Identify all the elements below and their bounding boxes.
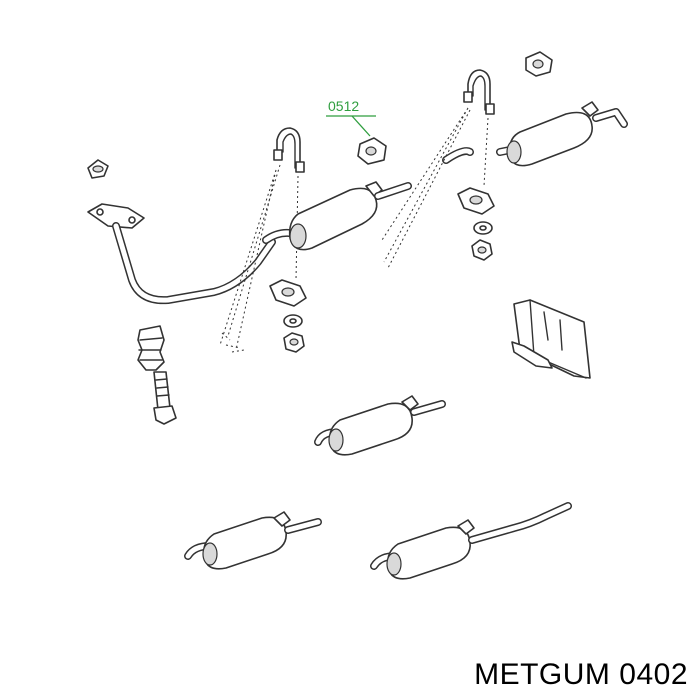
washer-left	[283, 314, 303, 328]
rear-muffler-top	[496, 101, 628, 167]
u-bolt-right-guides	[381, 107, 489, 269]
center-muffler	[262, 181, 412, 251]
rubber-mount-top	[525, 51, 553, 77]
callout-leader	[351, 115, 371, 137]
front-gasket	[87, 159, 109, 179]
u-bolt-left	[273, 127, 305, 173]
u-bolt-left-guides	[219, 164, 299, 353]
muffler-variant-2	[184, 511, 322, 570]
exhaust-flange	[87, 203, 145, 229]
mid-connector-pipe	[442, 147, 474, 164]
u-bolt-right	[463, 69, 495, 115]
heat-shield-bracket	[511, 299, 591, 379]
part-number-label: METGUM 0402	[474, 658, 688, 691]
front-downpipe	[112, 222, 276, 305]
callout-label-0512: 0512	[328, 98, 360, 114]
muffler-variant-3	[370, 502, 572, 580]
hanger-bolt	[153, 371, 177, 425]
nut-left	[283, 332, 305, 353]
nut-right	[471, 239, 493, 261]
washer-right	[473, 221, 493, 235]
clamp-saddle-right	[457, 187, 495, 215]
clamp-saddle-left	[269, 279, 307, 307]
rubber-mount-0512	[357, 137, 387, 165]
muffler-variant-1	[314, 395, 446, 456]
rubber-bellows	[137, 325, 165, 371]
